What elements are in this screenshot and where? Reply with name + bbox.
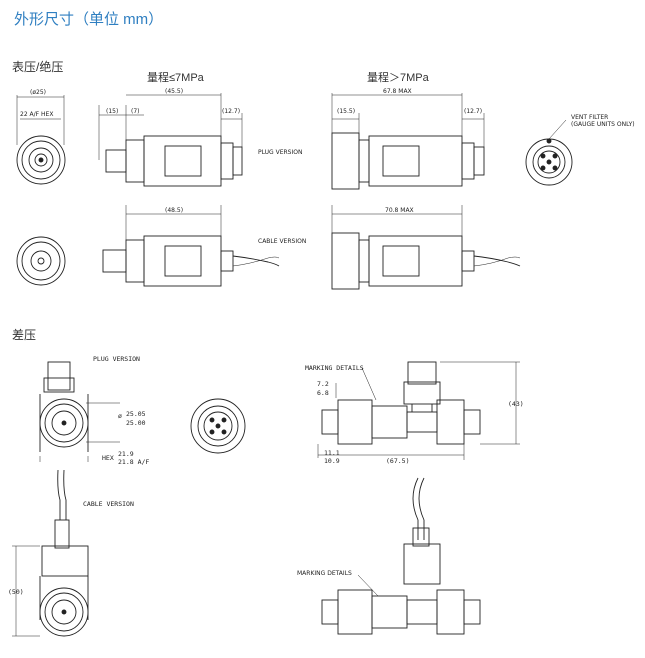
section-differential: 差压: [12, 328, 37, 342]
diff-side-view-cable: [321, 477, 481, 635]
vent-filter-note: (GAUGE UNITS ONLY): [571, 121, 635, 128]
diameter-upper: 25.05: [126, 410, 146, 418]
hex-label: HEX: [102, 454, 114, 462]
dim-15-5: (15.5): [337, 108, 355, 115]
dim-7: (7): [131, 108, 140, 115]
dim-67-5: (67.5): [386, 457, 409, 465]
dim-11-1: 11.1: [324, 449, 340, 457]
diff-plug-front-view: [39, 361, 120, 462]
dim-25: (ø25): [30, 89, 46, 96]
side-view-high-cable: [331, 205, 521, 290]
diameter-lower: 25.00: [126, 419, 146, 427]
dim-67-8-max: 67.8 MAX: [383, 88, 412, 95]
dim-70-8-max: 70.8 MAX: [385, 207, 414, 214]
side-view-low-plug: [98, 93, 243, 187]
cable-version-label: CABLE VERSION: [258, 238, 306, 245]
front-view-plug: [16, 95, 66, 185]
dim-15: (15): [106, 108, 118, 115]
diff-connector-end-view: [190, 398, 246, 454]
diameter-symbol: ø: [118, 412, 122, 420]
dim-43: (43): [508, 400, 524, 408]
plug-version-label: PLUG VERSION: [258, 149, 302, 156]
side-view-high-plug: [331, 93, 485, 190]
diff-cable-version-label: CABLE VERSION: [83, 500, 134, 508]
dim-7-2: 7.2: [317, 380, 329, 388]
side-view-low-cable: [102, 205, 280, 287]
dim-12-7-b: (12.7): [464, 108, 482, 115]
page-title: 外形尺寸（单位 mm）: [14, 11, 164, 28]
dim-48-5: (48.5): [165, 207, 183, 214]
marking-details-top: MARKING DETAILS: [305, 364, 364, 372]
diff-cable-front-view: [12, 469, 89, 637]
dim-50: (50): [8, 588, 24, 596]
diff-side-view-plug: [317, 361, 520, 460]
hex-lower: 21.8 A/F: [118, 458, 149, 466]
dim-45-5: (45.5): [165, 88, 183, 95]
front-view-cable: [16, 236, 66, 286]
connector-end-view: [525, 119, 573, 186]
vent-filter-label: VENT FILTER: [571, 114, 608, 121]
diff-plug-version-label: PLUG VERSION: [93, 355, 140, 363]
dim-22-hex: 22 A/F HEX: [20, 111, 53, 118]
hex-upper: 21.9: [118, 450, 134, 458]
dim-12-7-a: (12.7): [222, 108, 240, 115]
marking-details-bottom: MARKING DETAILS: [297, 570, 352, 577]
range-high-label: 量程＞7MPa: [367, 72, 429, 84]
dim-6-8: 6.8: [317, 389, 329, 397]
range-low-label: 量程≤7MPa: [147, 72, 204, 84]
dim-10-9: 10.9: [324, 457, 340, 465]
section-gauge-absolute: 表压/绝压: [12, 60, 64, 74]
